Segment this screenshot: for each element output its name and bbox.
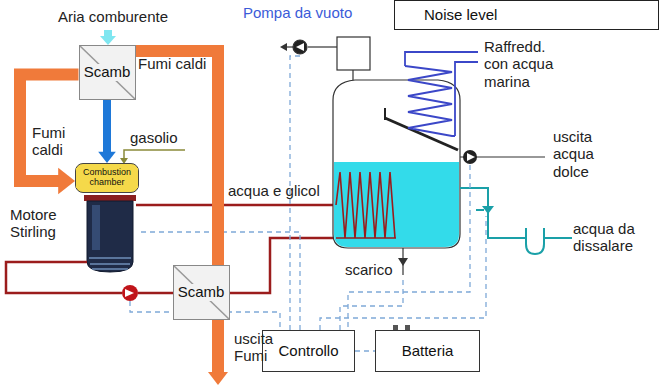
node-text: Scamb [83, 64, 132, 81]
outlet-label: uscita Fumi [234, 330, 284, 365]
engine-label: Motore Stirling [10, 206, 82, 241]
flue-gas-band [136, 51, 219, 265]
drain-valve [398, 248, 408, 275]
flue-gas-band [20, 75, 79, 195]
desalination-tank [333, 37, 460, 248]
node-text: Combustion chamber [76, 168, 138, 188]
node-text: Scamb [177, 284, 226, 301]
glycol-loop [6, 205, 336, 293]
fuel-label: gasolio [130, 129, 178, 146]
arrow-head [98, 152, 116, 163]
node-text: Noise level [423, 7, 498, 24]
flow-label: Fumi caldi [138, 55, 206, 72]
control-wiring [130, 56, 486, 330]
inlet-label: Aria comburente [58, 8, 168, 25]
air-intake-arrow [100, 30, 116, 45]
inlet-label: acqua da dissalare [573, 220, 655, 255]
drain-label: scarico [345, 261, 393, 278]
outlet-label: uscita acqua dolce [553, 128, 613, 180]
battery-box: Batteria [375, 330, 480, 372]
control-wire [355, 351, 375, 352]
flow-label: Fumi caldi [32, 124, 74, 159]
cooling-coil [405, 52, 478, 136]
fresh-water-pump [460, 150, 545, 164]
node-text: Controllo [277, 343, 339, 360]
control-box: Controllo [262, 330, 355, 372]
note-box: Noise level [394, 0, 659, 30]
feed-line [460, 188, 572, 254]
node-text: Batteria [401, 343, 455, 360]
flue-exit [208, 318, 228, 385]
heat-exchanger: Scamb [79, 45, 136, 100]
heat-exchanger: Scamb [173, 265, 230, 320]
stirling-engine [84, 195, 136, 272]
pump-label: Pompa da vuoto [243, 4, 352, 21]
combustion-chamber: Combustion chamber [75, 163, 139, 193]
fluid-label: acqua e glicol [228, 182, 320, 199]
vacuum-pump [280, 40, 337, 54]
glycol-pump [122, 285, 138, 301]
heater-coil [336, 172, 396, 238]
arrow-head [58, 168, 75, 194]
diesel-line [120, 150, 185, 164]
cooling-label: Raffredd. con acqua marina [484, 38, 569, 90]
air-flow-arrow [98, 100, 116, 163]
